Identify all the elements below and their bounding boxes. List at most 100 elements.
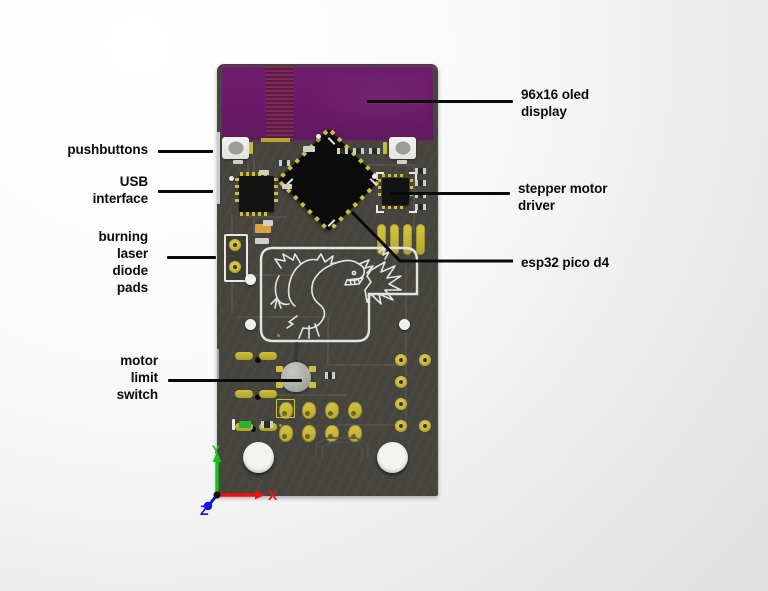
mounting-hole-small	[399, 319, 410, 330]
capacitor	[263, 220, 273, 226]
limit-switch-pin	[309, 366, 316, 372]
leader-line-usb-interface	[158, 190, 213, 193]
motor-output-pad	[403, 224, 412, 255]
through-hole-pad	[395, 398, 407, 410]
pcb-trace	[367, 164, 417, 166]
board-right-connector-tab	[436, 367, 438, 389]
resistor	[325, 372, 335, 379]
pcb-trace	[337, 424, 407, 426]
oled-display	[221, 66, 434, 141]
through-hole-pad	[395, 354, 407, 366]
resistor	[279, 160, 290, 166]
header-pad	[279, 402, 293, 419]
stepper-driver-silk-bracket	[409, 172, 417, 180]
limit-switch-pin	[276, 382, 283, 388]
esp32-pin1-marker	[316, 134, 321, 139]
through-hole-pad	[419, 354, 431, 366]
resistor	[415, 180, 426, 186]
solder-pad	[259, 390, 277, 398]
usb-connector	[217, 132, 220, 204]
leader-line-burning-laser-diode-pads	[167, 256, 216, 259]
pcb-board: |	[217, 64, 438, 496]
motor-output-pad	[390, 224, 399, 255]
motor-limit-switch	[281, 362, 311, 392]
through-hole-pad	[395, 376, 407, 388]
laser-pad-hole	[229, 261, 241, 273]
axis-label-y: Y	[212, 443, 220, 457]
pcb-via	[279, 424, 282, 427]
solder-pad	[235, 390, 253, 398]
burning-laser-diode-pads	[224, 234, 248, 282]
capacitor	[259, 170, 269, 175]
oled-ribbon-connector	[261, 138, 290, 142]
leader-line-esp32-pico-d4	[350, 210, 513, 263]
label-pushbuttons: pushbuttons	[67, 142, 148, 157]
solder-pad	[235, 352, 253, 360]
oled-ribbon-cable	[265, 66, 294, 141]
mounting-hole	[377, 442, 408, 473]
resistor	[415, 204, 426, 210]
mounting-hole-small	[245, 319, 256, 330]
limit-switch-pin	[309, 382, 316, 388]
label-stepper-motor-driver: stepper motor driver	[518, 181, 608, 213]
label-usb-interface: USB interface	[92, 174, 148, 206]
stepper-driver-silk-bracket	[376, 172, 384, 180]
pcb-trace	[413, 164, 415, 234]
axis-label-x: X	[268, 487, 278, 503]
resistor	[415, 168, 426, 174]
drill-hole	[255, 357, 261, 363]
pcb-trace	[327, 364, 397, 366]
resistor	[369, 148, 380, 154]
header-pad	[279, 425, 293, 442]
board-left-tab	[217, 349, 219, 379]
solder-pad	[259, 352, 277, 360]
resistor	[415, 192, 426, 198]
usb-chip-pin1-marker	[229, 176, 234, 181]
header-pad	[325, 402, 339, 419]
pushbutton-right-pad	[397, 160, 407, 164]
laser-pad-hole	[229, 239, 241, 251]
stepper-driver-silk-bracket	[376, 205, 384, 213]
header-pad	[302, 425, 316, 442]
header-pad	[302, 402, 316, 419]
usb-chip-pads	[235, 172, 278, 216]
pushbutton-left-pad	[249, 142, 253, 154]
resistor	[353, 148, 364, 154]
through-hole-pad	[419, 420, 431, 432]
pushbutton-right	[389, 137, 416, 159]
capacitor	[282, 184, 292, 189]
leader-line-motor-limit-switch	[168, 379, 302, 382]
drill-hole	[255, 394, 261, 400]
header-pad	[348, 402, 362, 419]
pushbutton-left-pad	[233, 160, 243, 164]
oled-glare	[308, 74, 428, 132]
label-burning-laser-diode-pads: burning laser diode pads	[98, 229, 148, 295]
label-oled-display: 96x16 oled display	[521, 87, 590, 119]
pcb-trace	[327, 316, 329, 366]
motor-output-pad	[416, 224, 425, 255]
drill-hole	[250, 426, 256, 432]
leader-line-pushbuttons	[158, 150, 213, 153]
bottom-silkscreen-outline	[315, 437, 369, 458]
pcb-trace	[237, 316, 327, 318]
axis-gizmo: X Y Z	[200, 443, 278, 515]
axis-label-z: Z	[200, 502, 209, 515]
silkscreen-text: |	[257, 484, 261, 496]
capacitor-orange	[255, 224, 271, 233]
mounting-hole	[243, 442, 274, 473]
pcb-via	[277, 334, 280, 337]
through-hole-pad	[395, 420, 407, 432]
limit-switch-pin	[276, 366, 283, 372]
label-esp32-pico-d4: esp32 pico d4	[521, 255, 609, 270]
resistor	[337, 148, 348, 154]
pushbutton-left	[222, 137, 249, 159]
header-pin1-outline	[276, 399, 295, 418]
pcb-trace	[247, 216, 287, 218]
status-led-green	[239, 421, 251, 428]
stepper-motor-driver-chip	[378, 174, 413, 209]
mounting-hole-small	[245, 274, 256, 285]
leader-line-stepper-motor-driver	[390, 192, 510, 195]
pcb-via	[367, 294, 370, 297]
usb-interface-chip	[235, 172, 278, 216]
